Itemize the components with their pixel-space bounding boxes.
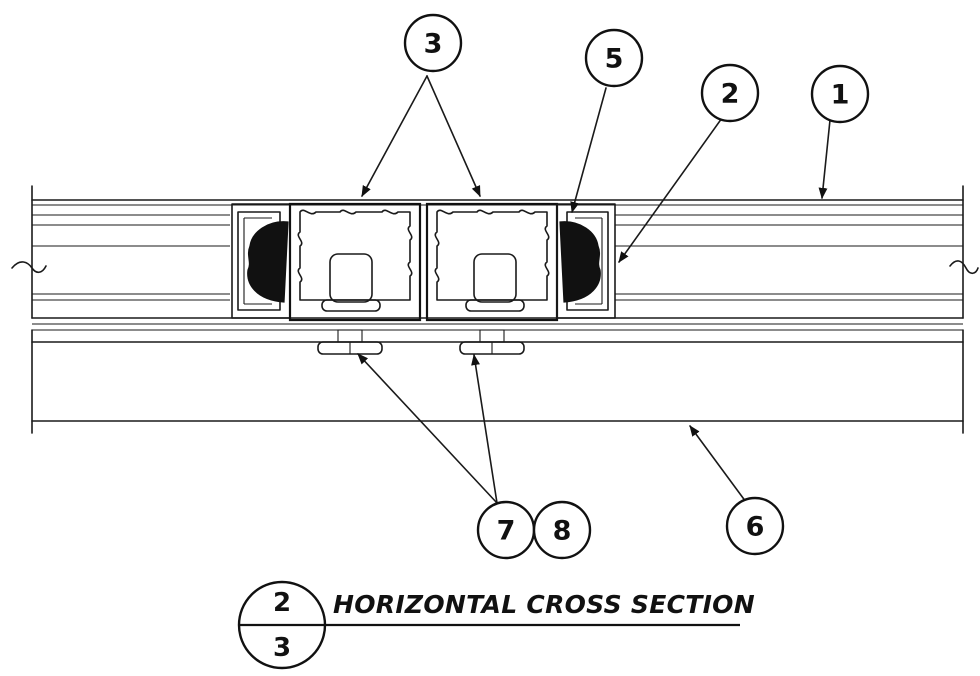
callout-5-label: 5 (605, 44, 624, 75)
right-gasket (559, 221, 601, 303)
callout-8: 8 (532, 500, 592, 560)
callout-7: 7 (476, 500, 536, 560)
detail-number: 2 (273, 588, 291, 618)
callout-3: 3 (403, 13, 463, 73)
callout-5: 5 (584, 28, 644, 88)
left-gasket (247, 221, 289, 303)
leader-lines (357, 75, 831, 504)
callout-7-label: 7 (497, 516, 516, 547)
break-symbol-left (11, 261, 47, 274)
mullion-box-left (288, 202, 422, 322)
upper-horizontal-member (31, 185, 964, 331)
drawing-title: HORIZONTAL CROSS SECTION (333, 590, 755, 619)
fastener-left (317, 329, 383, 355)
callout-6-label: 6 (746, 512, 765, 543)
callout-2: 2 (700, 63, 760, 123)
right-glazing-channel (556, 203, 616, 319)
callout-8-label: 8 (553, 516, 572, 547)
break-symbol-right (949, 260, 979, 275)
callout-6: 6 (725, 496, 785, 556)
callout-2-label: 2 (721, 79, 740, 110)
callout-1-label: 1 (831, 80, 850, 111)
sheet-number: 3 (273, 633, 291, 663)
detail-title-block: 2 3 HORIZONTAL CROSS SECTION (237, 580, 755, 670)
fastener-right (459, 329, 525, 355)
lower-member (31, 329, 964, 434)
callout-3-label: 3 (424, 29, 443, 60)
left-glazing-channel (231, 203, 291, 319)
mullion-box-right (425, 202, 559, 322)
callout-1: 1 (810, 64, 870, 124)
